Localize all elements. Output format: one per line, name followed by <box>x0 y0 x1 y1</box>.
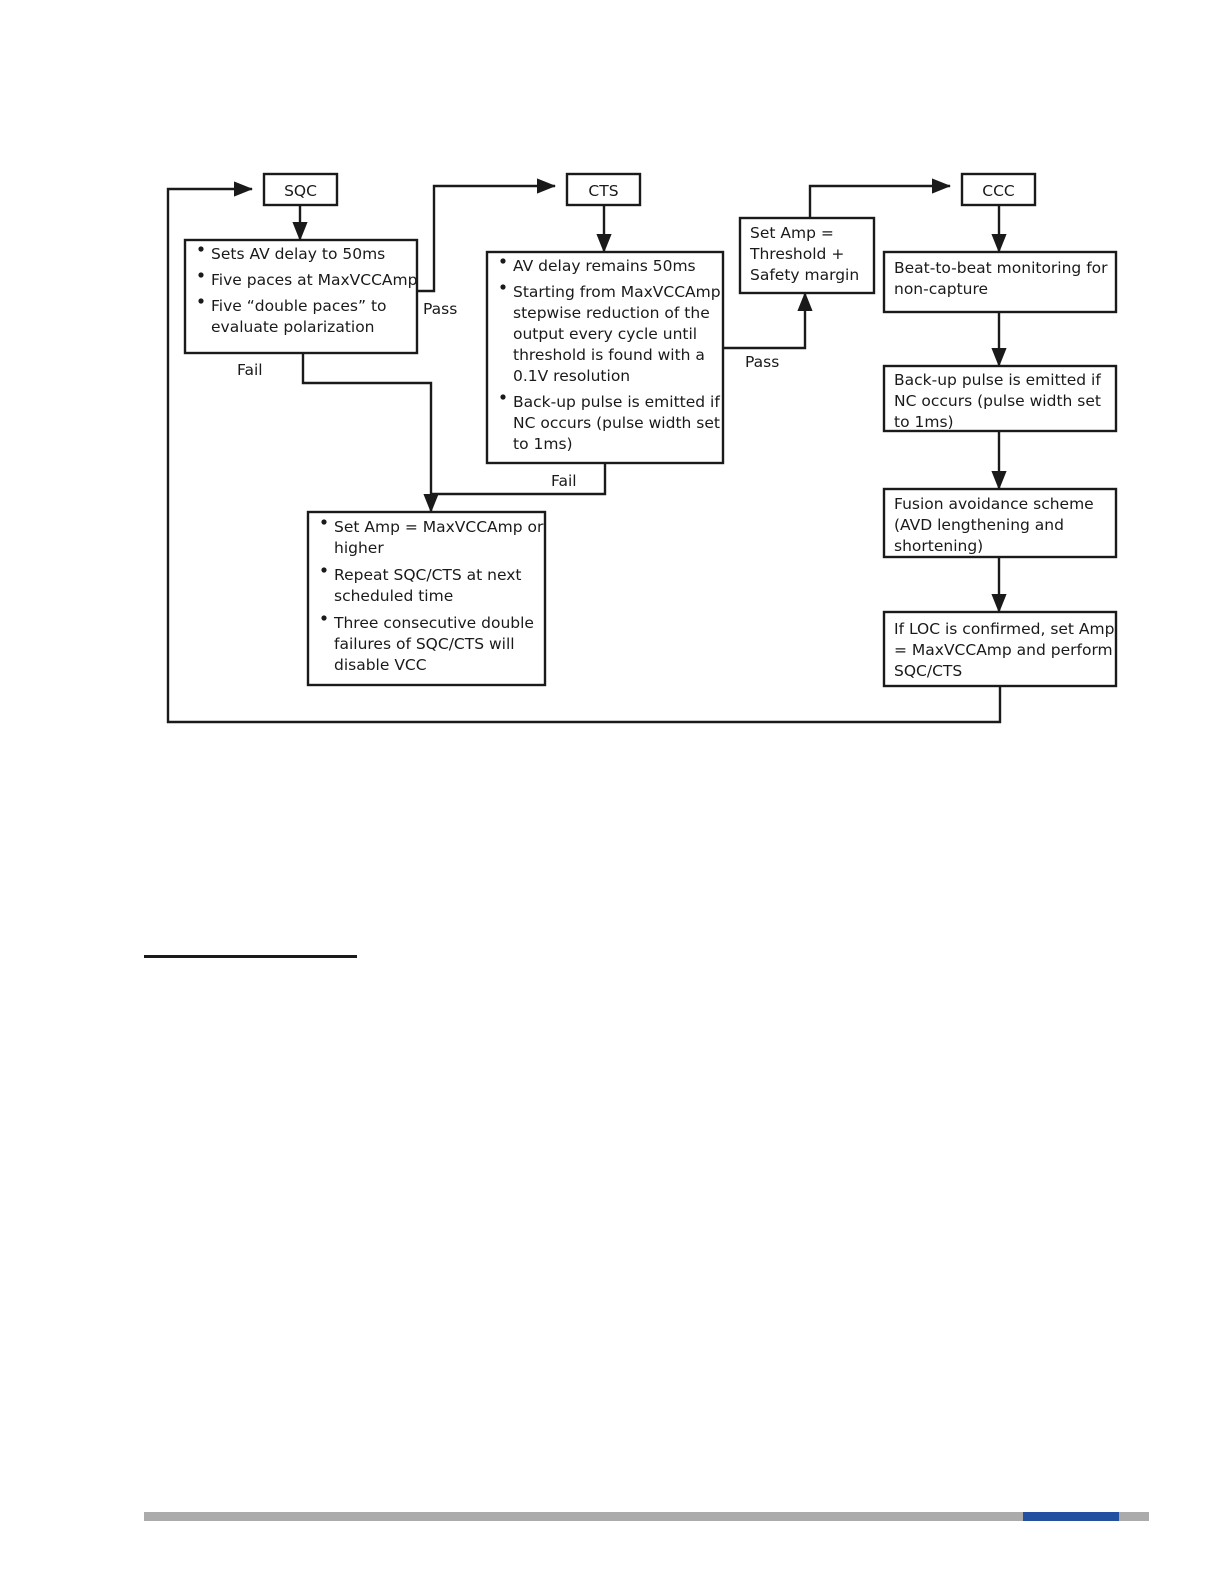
fail-action-bullet-1-line-1: Set Amp = MaxVCCAmp or <box>334 518 544 536</box>
loc-line-3: SQC/CTS <box>894 662 962 680</box>
node-cts[interactable]: CTS <box>565 172 642 207</box>
node-backup-pulse[interactable]: Back-up pulse is emitted if NC occurs (p… <box>882 364 1118 433</box>
cts-detail-bullet-2-line-2: stepwise reduction of the <box>513 304 710 322</box>
edge-loc-to-sqc <box>166 181 1002 724</box>
set-amp-line-1: Set Amp = <box>750 224 834 242</box>
cts-detail-bullet-3-line-3: to 1ms) <box>513 435 573 453</box>
node-fail-action[interactable]: Set Amp = MaxVCCAmp or higher Repeat SQC… <box>306 510 547 687</box>
node-ccc-label: CCC <box>982 182 1014 200</box>
backup-pulse-line-2: NC occurs (pulse width set <box>894 392 1101 410</box>
beat-monitor-line-2: non-capture <box>894 280 988 298</box>
edge-sqc-fail <box>301 353 439 513</box>
footer-bar-gray-right <box>1119 1512 1149 1521</box>
node-beat-monitor[interactable]: Beat-to-beat monitoring for non-capture <box>882 250 1118 314</box>
fusion-line-2: (AVD lengthening and <box>894 516 1064 534</box>
node-cts-label: CTS <box>588 182 618 200</box>
edge-cts-fail <box>431 463 607 496</box>
node-fusion[interactable]: Fusion avoidance scheme (AVD lengthening… <box>882 487 1118 559</box>
fail-action-bullet-3-line-3: disable VCC <box>334 656 427 674</box>
backup-pulse-line-1: Back-up pulse is emitted if <box>894 371 1101 389</box>
edge-label-cts-pass: Pass <box>745 353 779 371</box>
loc-line-2: = MaxVCCAmp and perform <box>894 641 1113 659</box>
node-ccc[interactable]: CCC <box>960 172 1037 207</box>
edge-setamp-to-ccc <box>808 178 951 218</box>
set-amp-line-2: Threshold + <box>749 245 844 263</box>
sqc-detail-bullet-2: Five paces at MaxVCCAmp <box>211 271 417 289</box>
fail-action-bullet-2-line-2: scheduled time <box>334 587 453 605</box>
edge-label-sqc-pass: Pass <box>423 300 457 318</box>
cts-detail-bullet-2-line-1: Starting from MaxVCCAmp, <box>513 283 726 301</box>
set-amp-line-3: Safety margin <box>750 266 859 284</box>
fail-action-bullet-3-line-1: Three consecutive double <box>333 614 534 632</box>
cts-detail-bullet-2-line-3: output every cycle until <box>513 325 697 343</box>
footer-bar-accent <box>1023 1512 1119 1521</box>
edge-cts-pass-to-setamp <box>723 292 813 350</box>
sqc-detail-bullet-3-line-1: Five “double paces” to <box>211 297 387 315</box>
sqc-detail-bullet-1: Sets AV delay to 50ms <box>211 245 385 263</box>
cts-detail-bullet-2-line-5: 0.1V resolution <box>513 367 630 385</box>
sqc-detail-bullet-3-line-2: evaluate polarization <box>211 318 375 336</box>
cts-detail-bullet-2-line-4: threshold is found with a <box>513 346 705 364</box>
cts-detail-bullet-1: AV delay remains 50ms <box>513 257 696 275</box>
beat-monitor-line-1: Beat-to-beat monitoring for <box>894 259 1108 277</box>
edge-label-cts-fail: Fail <box>551 472 577 490</box>
cts-detail-bullet-3-line-1: Back-up pulse is emitted if <box>513 393 720 411</box>
loc-line-1: If LOC is confirmed, set Amp <box>894 620 1114 638</box>
node-cts-detail[interactable]: AV delay remains 50ms Starting from MaxV… <box>485 250 726 465</box>
node-set-amp[interactable]: Set Amp = Threshold + Safety margin <box>738 216 876 295</box>
fusion-line-3: shortening) <box>894 537 983 555</box>
fail-action-bullet-1-line-2: higher <box>334 539 384 557</box>
cts-detail-bullet-3-line-2: NC occurs (pulse width set <box>513 414 720 432</box>
footnote-separator-rule <box>144 955 357 958</box>
node-sqc[interactable]: SQC <box>262 172 339 207</box>
vcc-algorithm-flowchart: SQC CTS CCC Sets AV delay to 50ms Five p… <box>166 172 1118 724</box>
fusion-line-1: Fusion avoidance scheme <box>894 495 1094 513</box>
fail-action-bullet-2-line-1: Repeat SQC/CTS at next <box>334 566 521 584</box>
node-loc[interactable]: If LOC is confirmed, set Amp = MaxVCCAmp… <box>882 610 1118 688</box>
node-sqc-label: SQC <box>284 182 317 200</box>
edge-label-sqc-fail: Fail <box>237 361 263 379</box>
edge-sqc-pass-to-cts <box>417 178 556 293</box>
footer-bar-gray <box>144 1512 1080 1521</box>
node-sqc-detail[interactable]: Sets AV delay to 50ms Five paces at MaxV… <box>183 238 419 355</box>
backup-pulse-line-3: to 1ms) <box>894 413 954 431</box>
fail-action-bullet-3-line-2: failures of SQC/CTS will <box>334 635 515 653</box>
